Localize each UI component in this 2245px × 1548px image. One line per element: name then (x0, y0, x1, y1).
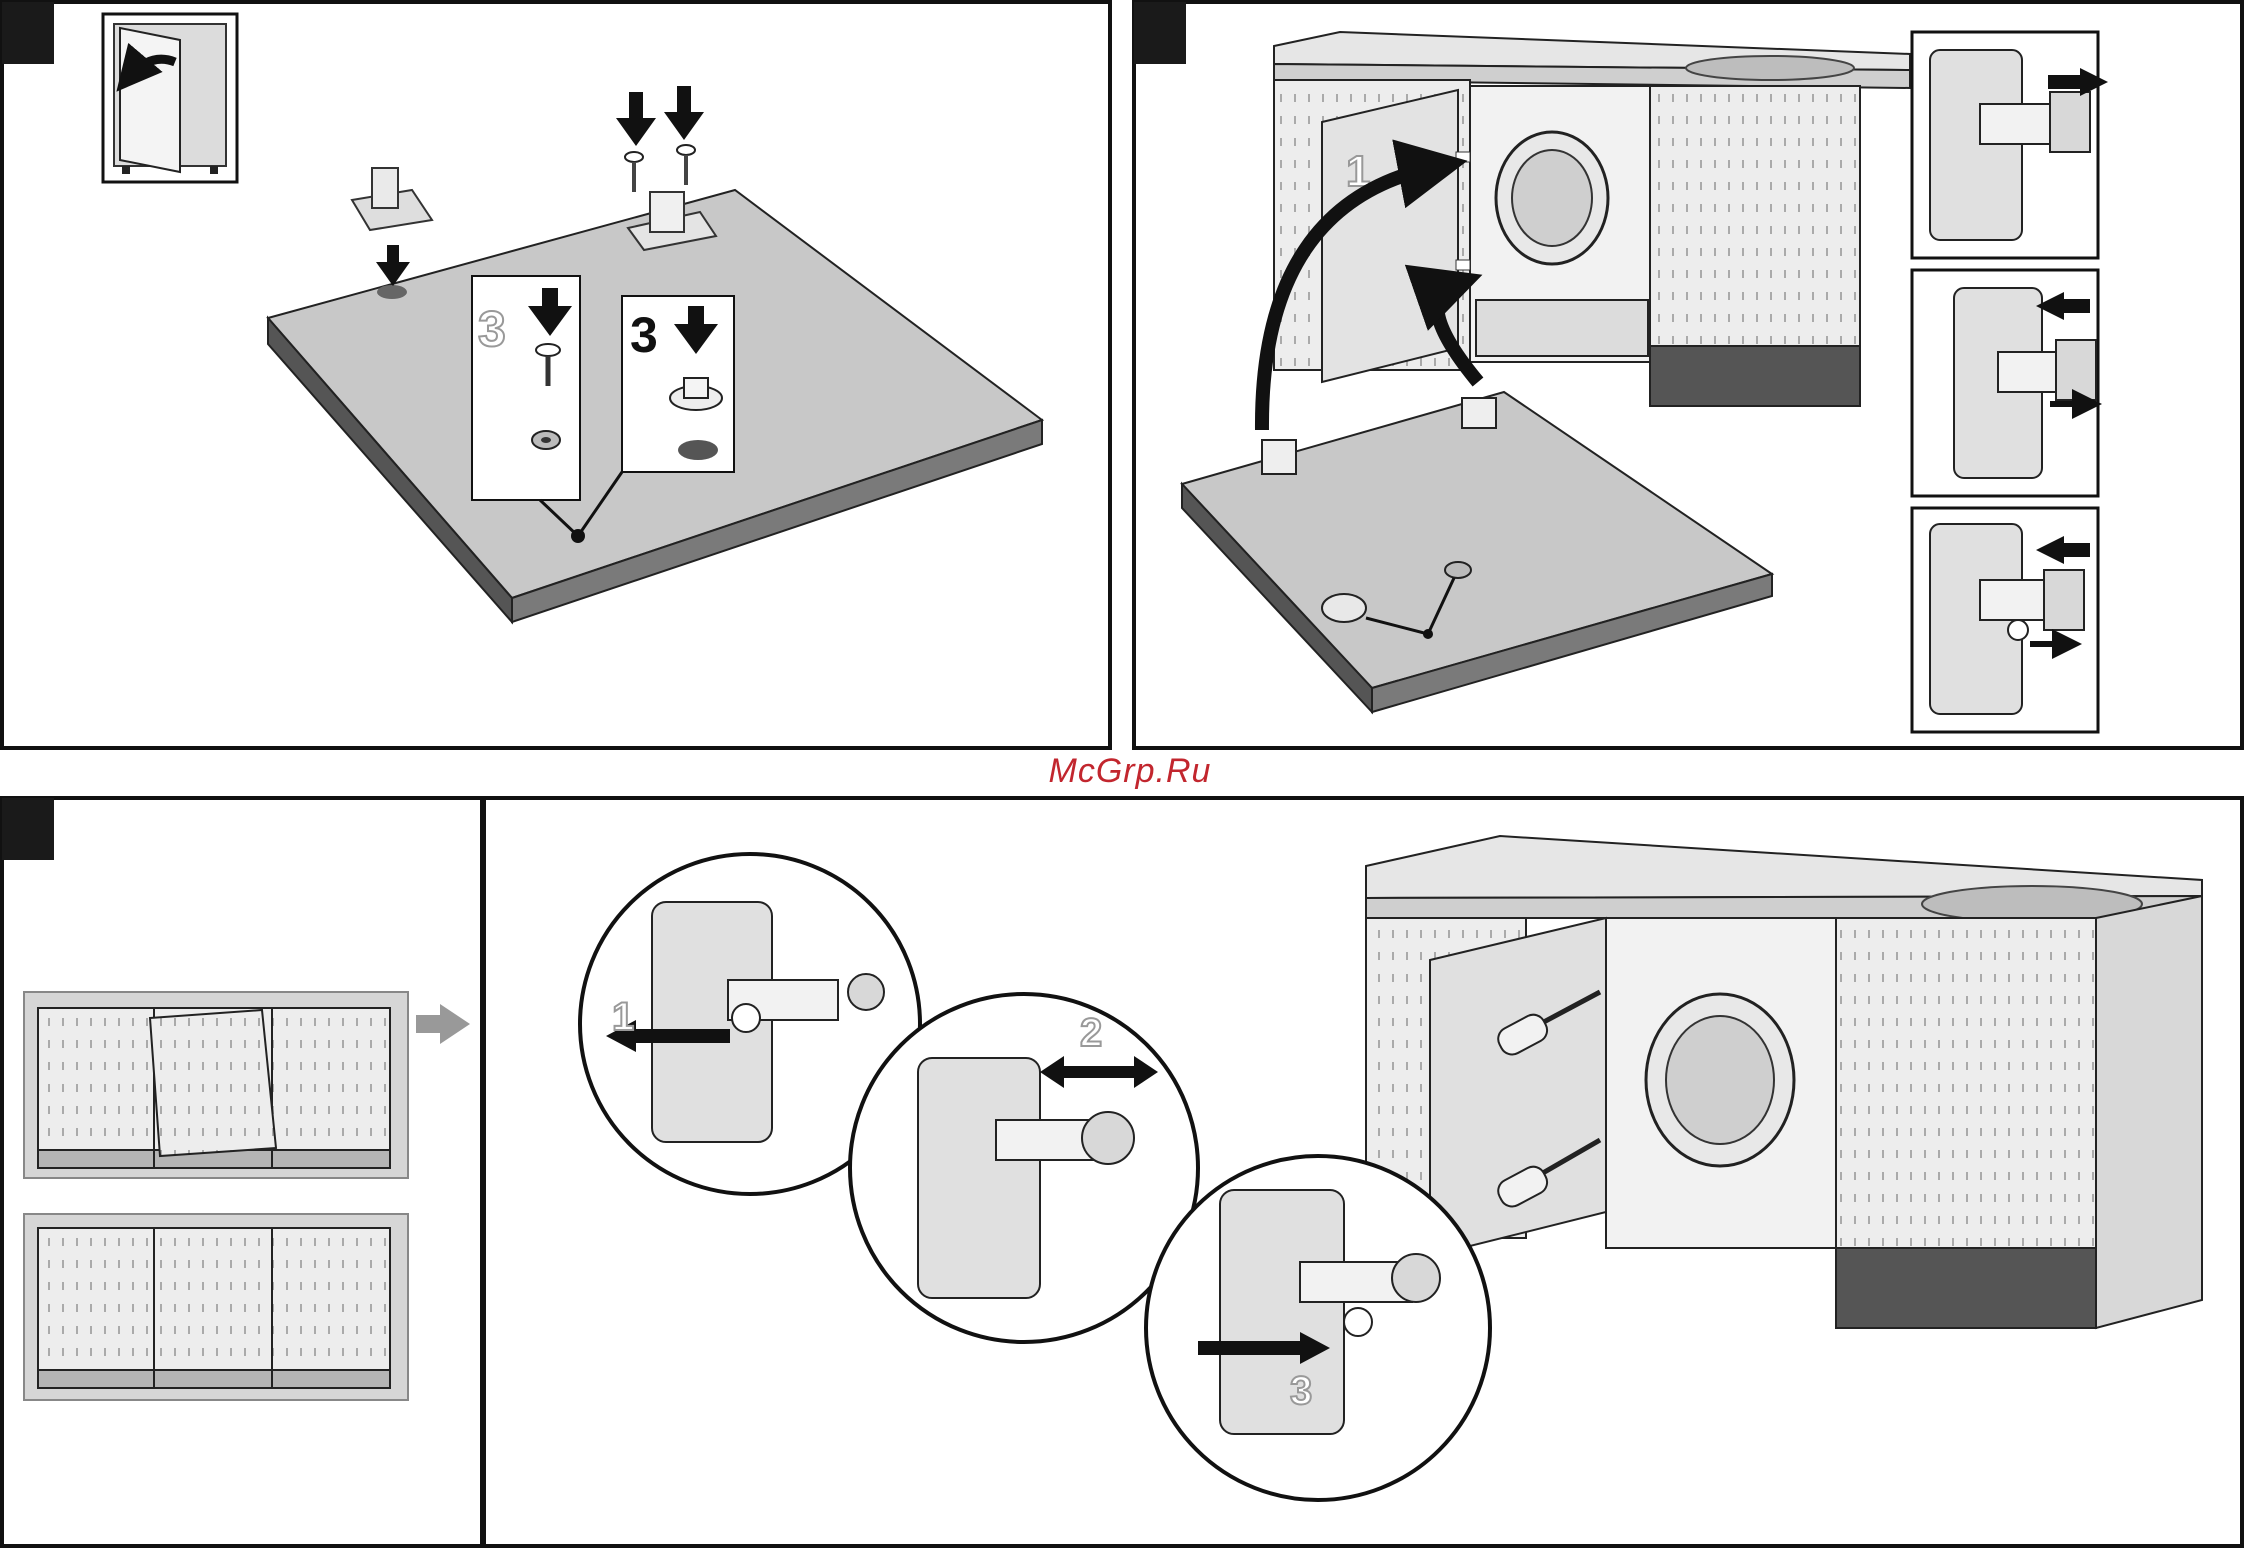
detail-box-screw: 3 (472, 276, 580, 536)
circle-step-number-2: 2 (1080, 1011, 1102, 1055)
cabinet-front-misaligned (24, 992, 408, 1178)
step-number-3: 3 (630, 307, 658, 363)
cabinet-front-aligned (24, 1214, 408, 1400)
hinge-detail-1 (1912, 32, 2108, 258)
panel-2-door-mounting: 1 (1134, 2, 2242, 748)
machine-door-open-icon (103, 14, 237, 182)
panel-4-hinge-adjustment: 1 2 3 (484, 798, 2242, 1546)
circle-step-number-3: 3 (1290, 1369, 1312, 1413)
watermark-text: McGrp.Ru (1030, 752, 1230, 791)
hinge-detail-2 (1912, 270, 2098, 496)
step-marker-2 (1134, 2, 1186, 64)
magnifier-circle-3: 3 (1146, 1156, 1490, 1500)
magnifier-circle-2: 2 (850, 994, 1198, 1342)
step-number-3-outlined: 3 (478, 301, 506, 357)
panel-1-cover-plate-removal: 3 3 (2, 2, 1110, 748)
panel-3-door-alignment (2, 798, 482, 1546)
hinge-detail-3 (1912, 508, 2098, 732)
step-marker-1 (2, 2, 54, 64)
circle-step-number-1: 1 (612, 995, 634, 1039)
step-marker-3 (2, 798, 54, 860)
